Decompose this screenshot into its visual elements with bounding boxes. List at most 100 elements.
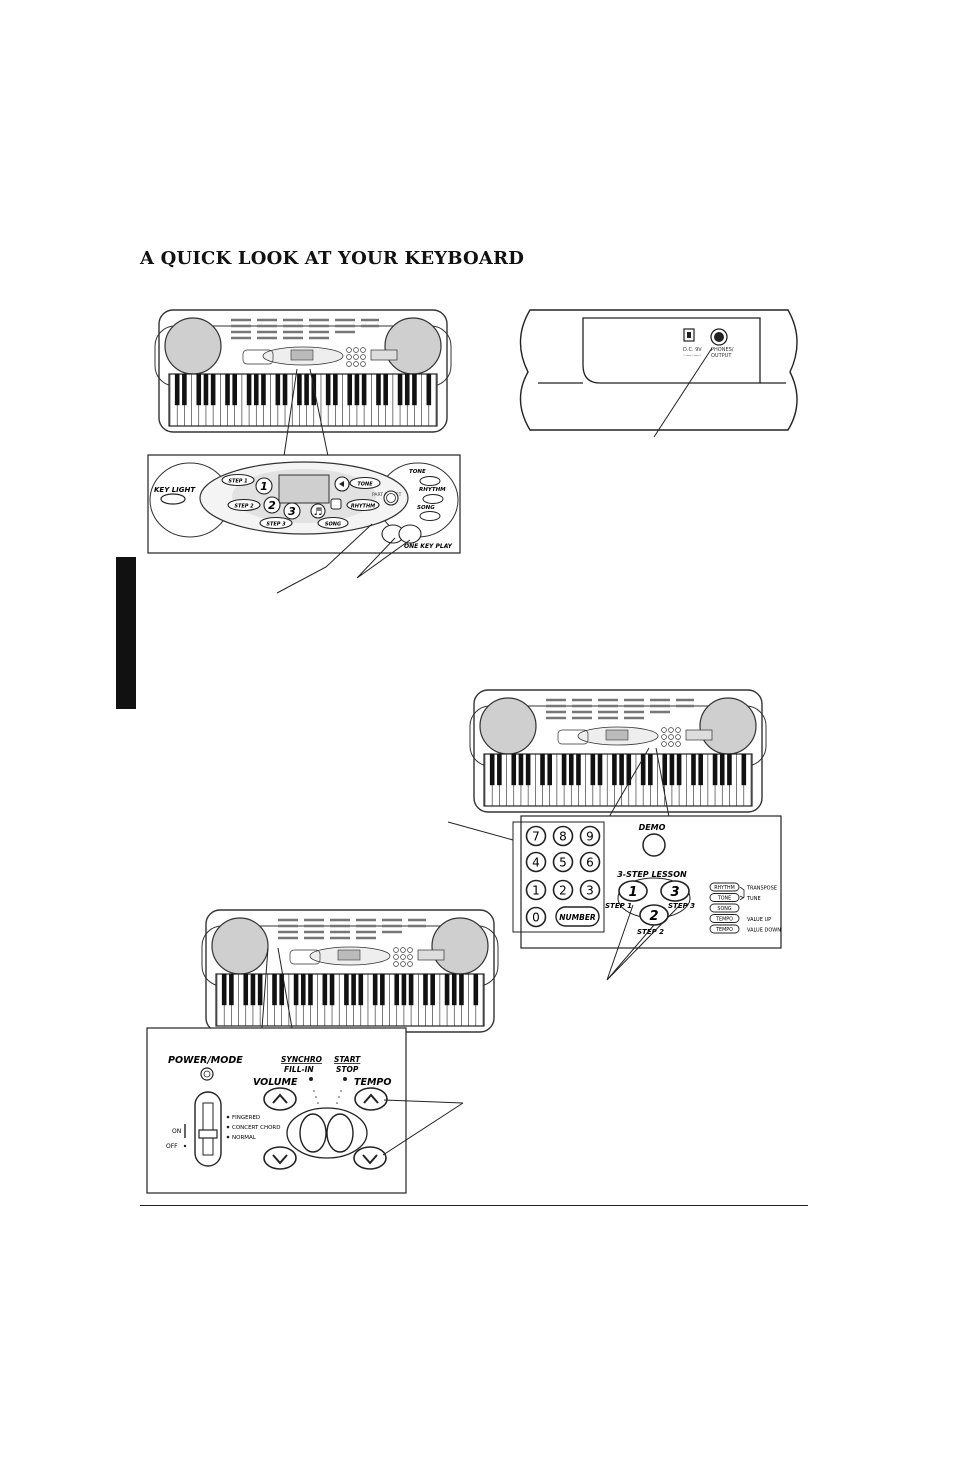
piano-keys-top	[169, 374, 437, 426]
keyboard-overview-top	[153, 308, 453, 434]
lesson-1-label: 1	[260, 480, 268, 493]
tone-button-label: TONE	[357, 482, 373, 488]
keypad-6-button[interactable]	[579, 851, 601, 873]
lesson-step3-button[interactable]	[660, 880, 690, 902]
function-tempo-button[interactable]	[709, 924, 740, 934]
rhythm-button-label: RHYTHM	[351, 504, 375, 510]
key-light-button[interactable]	[160, 493, 186, 505]
part-select-button[interactable]	[383, 490, 399, 506]
tempo-label: TEMPO	[354, 1077, 391, 1088]
demo-button[interactable]	[642, 833, 666, 857]
tempo-up-button[interactable]	[354, 1087, 388, 1111]
keypad-8-button[interactable]	[552, 825, 574, 847]
keypad-4-label: 4	[532, 856, 540, 870]
song-side-button[interactable]	[419, 511, 441, 521]
keypad-1-button[interactable]	[525, 879, 547, 901]
tone-button[interactable]	[349, 476, 381, 490]
synchro-fill-in-button[interactable]	[299, 1113, 327, 1153]
lesson-step2-number: 2	[649, 909, 658, 924]
output-label: OUTPUT	[711, 353, 732, 359]
function-button-label: TONE	[717, 896, 731, 902]
lesson-step3-number: 3	[670, 885, 679, 900]
step1-label: STEP 1	[228, 479, 247, 485]
keyboard-overview-bottom	[200, 908, 500, 1034]
start-stop-button[interactable]	[326, 1113, 354, 1153]
function-song-button[interactable]	[709, 903, 740, 913]
keypad-2-button[interactable]	[552, 879, 574, 901]
lesson-2-label: 2	[268, 499, 276, 512]
tempo-down-button[interactable]	[353, 1146, 387, 1170]
keypad-4-button[interactable]	[525, 851, 547, 873]
footer-rule	[140, 1205, 808, 1206]
power-mode-button[interactable]	[200, 1067, 214, 1081]
keypad-5-button[interactable]	[552, 851, 574, 873]
normal-label: NORMAL	[232, 1135, 257, 1141]
phones-label: PHONES/	[711, 347, 734, 353]
function-label: TRANSPOSE	[746, 886, 777, 892]
function-label: TUNE	[746, 896, 761, 902]
step1-button[interactable]	[221, 473, 255, 487]
lcd-display	[278, 474, 330, 504]
function-tone-button[interactable]	[709, 893, 740, 902]
keypad-0-label: 0	[532, 911, 540, 925]
function-button-label: TEMPO	[715, 917, 733, 923]
control-panel-bottom: POWER/MODE ON OFF FINGERED CONCERT CHORD…	[146, 1027, 407, 1194]
keypad-8-label: 8	[559, 830, 567, 844]
keypad-3-label: 3	[586, 884, 594, 898]
fill-in-label: FILL-IN	[284, 1065, 314, 1074]
piano-keys-bottom	[216, 974, 484, 1026]
off-label: OFF	[166, 1143, 178, 1150]
keypad-0-button[interactable]	[525, 906, 547, 928]
music-note-icon[interactable]	[310, 503, 326, 519]
lesson-3-button[interactable]	[283, 502, 301, 520]
song-button-label: SONG	[325, 522, 341, 528]
concert-chord-label: CONCERT CHORD	[232, 1125, 281, 1131]
start-label: START	[334, 1055, 361, 1064]
one-key-play-label: ONE KEY PLAY	[404, 543, 453, 550]
svg-text:◦—◦—◦: ◦—◦—◦	[683, 353, 702, 359]
lesson-step1-button[interactable]	[618, 880, 648, 902]
section-tab	[116, 557, 136, 709]
drum-icon[interactable]	[330, 498, 342, 510]
step3-button[interactable]	[259, 516, 293, 530]
rhythm-side-button[interactable]	[422, 494, 444, 504]
function-tempo-button[interactable]	[709, 914, 740, 923]
keypad-1-label: 1	[532, 884, 540, 898]
keypad-9-label: 9	[586, 830, 594, 844]
lesson-3-label: 3	[288, 505, 296, 518]
keypad-9-button[interactable]	[579, 825, 601, 847]
piano-keys-right	[484, 754, 752, 806]
tone-side-button[interactable]	[419, 476, 441, 486]
step1-label-right: STEP 1	[605, 902, 632, 910]
keypad-5-label: 5	[559, 856, 567, 870]
step2-button[interactable]	[227, 498, 261, 512]
svg-text:♬: ♬	[314, 507, 323, 518]
one-key-play-button-right[interactable]	[398, 524, 422, 544]
keypad-3-button[interactable]	[579, 879, 601, 901]
volume-down-button[interactable]	[263, 1146, 297, 1170]
lesson-step1-number: 1	[628, 885, 637, 900]
key-light-label: KEY LIGHT	[154, 486, 196, 494]
lesson-2-button[interactable]	[263, 496, 281, 514]
page-title: A QUICK LOOK AT YOUR KEYBOARD	[140, 248, 525, 269]
song-button[interactable]	[317, 516, 349, 530]
function-button-label: TEMPO	[715, 927, 733, 933]
step3-label-right: STEP 3	[668, 902, 695, 910]
synchro-label: SYNCHRO	[281, 1055, 323, 1064]
chevron-up-icon	[363, 1093, 379, 1104]
keypad-6-label: 6	[586, 856, 594, 870]
function-rhythm-button[interactable]	[709, 882, 740, 892]
volume-label: VOLUME	[253, 1077, 298, 1088]
function-button-label: SONG	[717, 906, 731, 912]
rear-panel: D.C. 9V ◦—◦—◦ PHONES/ OUTPUT	[519, 309, 798, 431]
function-button-label: RHYTHM	[714, 885, 735, 891]
step3-label: STEP 3	[266, 522, 286, 528]
keypad-7-button[interactable]	[525, 825, 547, 847]
lesson-1-button[interactable]	[255, 477, 273, 495]
volume-up-button[interactable]	[263, 1087, 297, 1111]
rhythm-button[interactable]	[346, 498, 380, 512]
number-button[interactable]	[555, 906, 600, 927]
chevron-up-icon	[272, 1093, 288, 1104]
